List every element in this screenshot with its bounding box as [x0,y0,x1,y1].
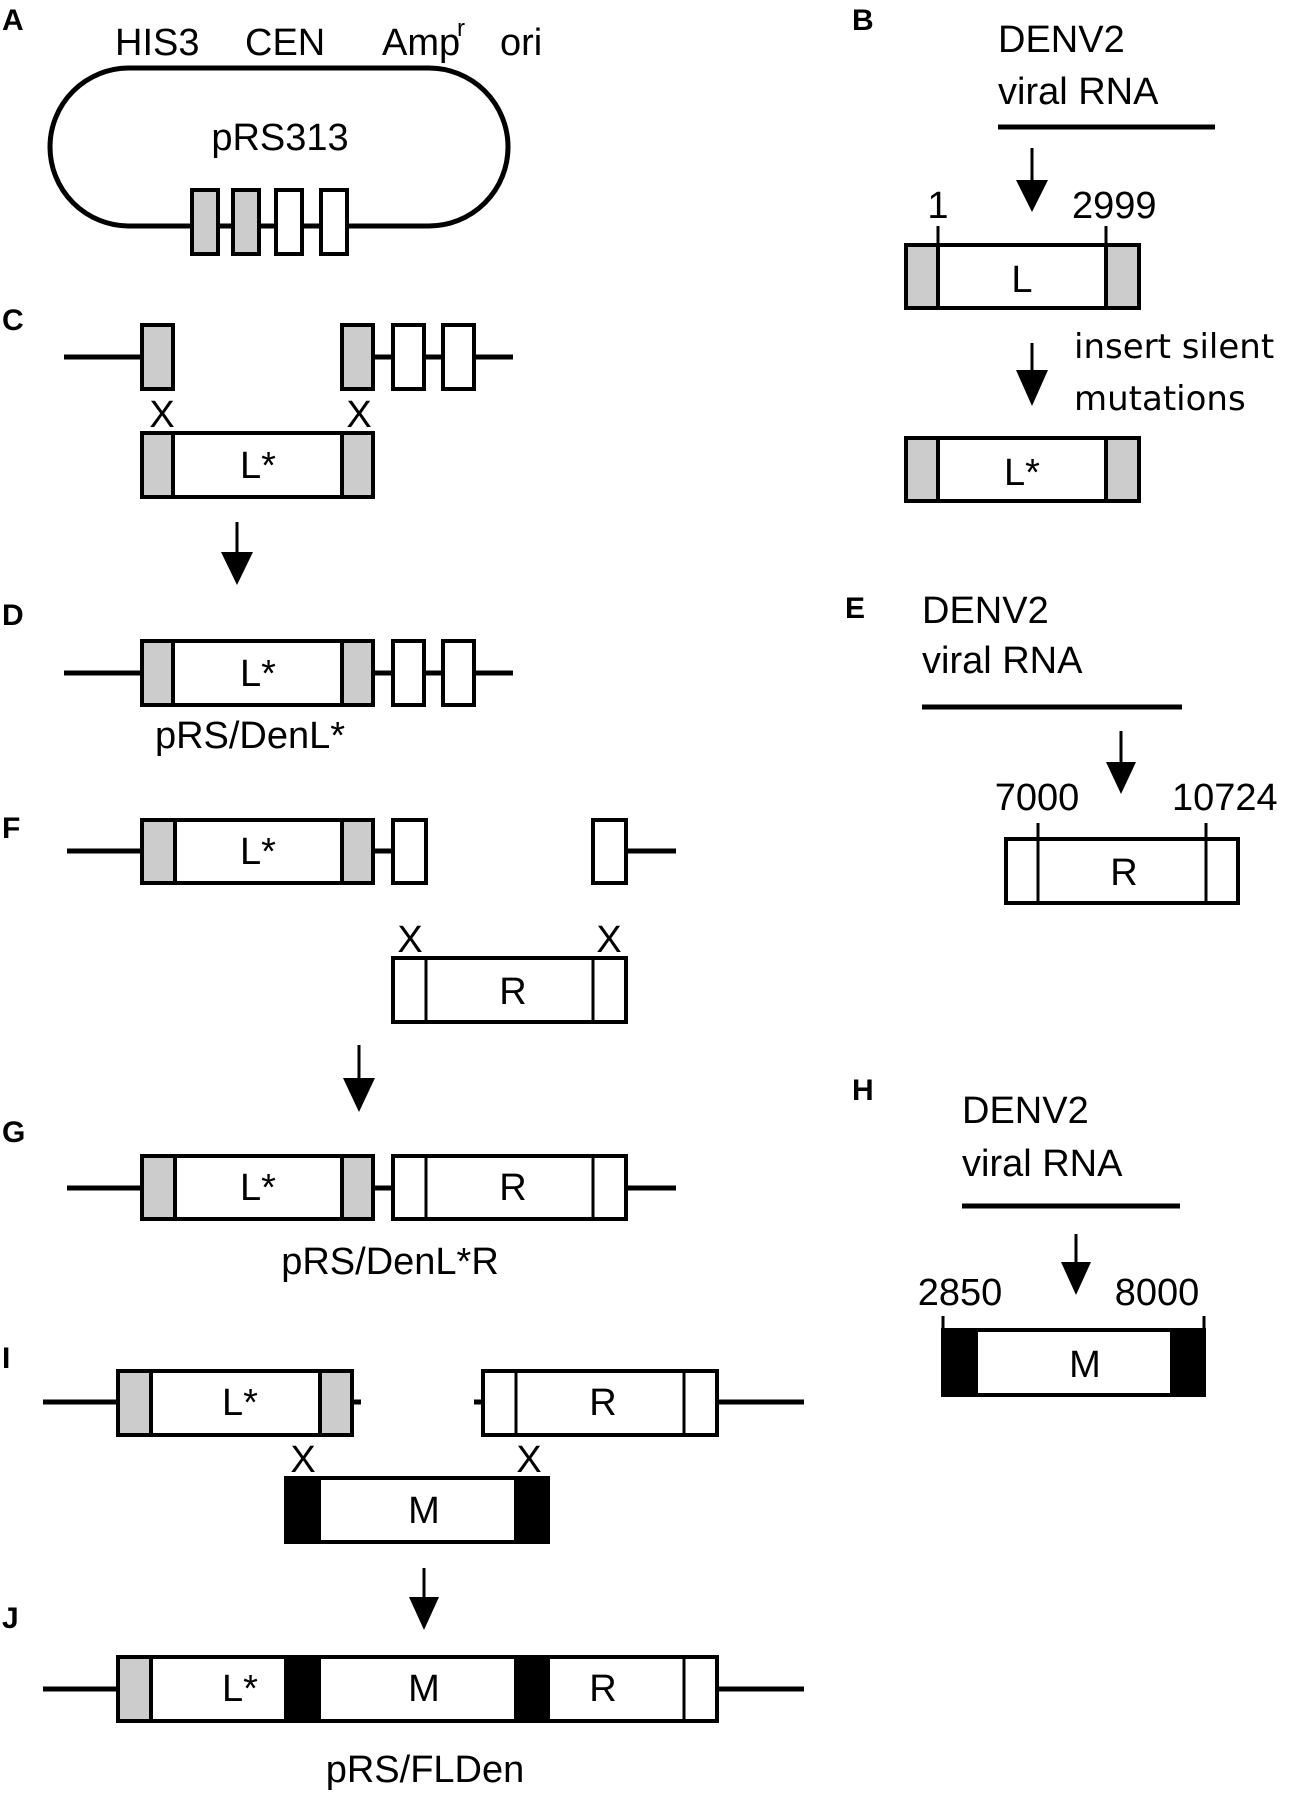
start-position: 1 [927,185,948,227]
fragment-m-label: M [408,1668,440,1710]
amp-box [274,188,304,256]
fragment-l-star-label: L* [240,1167,276,1209]
source-line1: DENV2 [922,590,1049,632]
marker-cen: CEN [245,22,325,64]
arrow-down-icon [343,1045,375,1112]
panel-b: B DENV2 viral RNA 1 2999 L insert silent… [852,4,1274,503]
fragment-l-star [140,818,375,885]
marker-amp-superscript: r [457,15,465,42]
ori-box [441,639,476,707]
amp-box [391,323,426,391]
panel-g: G L* R pRS/DenL*R [2,1116,676,1283]
ori-box [441,323,476,391]
source-line1: DENV2 [962,1090,1089,1132]
fragment-l-star [140,431,375,499]
end-position: 2999 [1072,185,1157,227]
fragment-r [1004,837,1240,905]
fragment-r-label: R [1110,852,1137,894]
fragment-l-star [140,1154,375,1221]
fragment-m-label: M [1069,1344,1101,1386]
fragment-l-star-label: L* [222,1382,258,1424]
start-position: 7000 [995,777,1080,819]
crossover-left: X [397,919,422,961]
construct-name: pRS/FLDen [326,1749,525,1791]
source-line2: viral RNA [998,71,1159,113]
arrow-down-icon [1061,1234,1091,1295]
cen-box [340,323,375,391]
crossover-right: X [596,919,621,961]
panel-i: I L* R X X M [2,1342,804,1630]
ori-box [319,188,349,256]
panel-label-c: C [2,304,24,337]
marker-ori: ori [500,22,542,64]
fragment-l-star-label: L* [240,831,276,873]
fragment-l-star [116,1369,354,1437]
fragment-l-star-label: L* [1004,452,1040,494]
end-position: 8000 [1115,1272,1200,1314]
panel-label-f: F [2,812,20,845]
arrow-down-icon [221,522,253,585]
his3-box [140,323,175,391]
marker-amp: Amp [382,22,460,64]
fragment-l-label: L [1011,259,1032,301]
crossover-left: X [149,394,174,436]
fragment-m [284,1476,550,1544]
fragment-m-label: M [408,1490,440,1532]
panel-h: H DENV2 viral RNA 2850 8000 M [852,1074,1206,1397]
panel-label-b: B [852,4,874,37]
fragment-r-label: R [589,1668,616,1710]
arrow-down-icon [409,1568,439,1630]
panel-label-j: J [2,1602,19,1635]
fragment-r-label: R [499,1167,526,1209]
ori-box [591,818,628,885]
source-line2: viral RNA [922,640,1083,682]
panel-label-i: I [2,1342,10,1375]
fragment-r-label: R [499,971,526,1013]
fragment-l-star-label: L* [240,445,276,487]
amp-box [391,639,426,707]
panel-label-d: D [2,599,24,632]
arrow-down-icon [1016,148,1048,212]
fragment-m [941,1328,1206,1397]
plasmid-name: pRS313 [211,117,348,159]
source-line2: viral RNA [962,1143,1123,1185]
panel-label-e: E [845,592,865,625]
panel-label-a: A [2,4,24,37]
amp-box [391,818,428,885]
arrow-down-icon [1106,731,1136,794]
fragment-r-label: R [589,1382,616,1424]
fragment-l [904,243,1141,310]
his3-box [190,188,220,256]
panel-d: D L* pRS/DenL* [2,599,513,757]
end-position: 10724 [1172,777,1278,819]
panel-label-g: G [2,1116,25,1149]
construct-name: pRS/DenL*R [281,1241,499,1283]
source-line1: DENV2 [998,19,1125,61]
fragment-r [391,956,628,1024]
construct-name: pRS/DenL* [155,715,345,757]
arrow-down-icon [1016,343,1048,406]
fragment-l-star [904,436,1141,503]
panel-c: C X X L* [2,304,513,585]
crossover-right: X [346,394,371,436]
step-line1: insert silent [1074,327,1274,367]
cen-box [231,188,261,256]
panel-j: J L* M R pRS/FLDen [2,1602,804,1791]
panel-f: F L* X X R [2,812,676,1112]
crossover-left: X [290,1439,315,1481]
panel-label-h: H [852,1074,874,1107]
step-line2: mutations [1074,379,1246,419]
marker-his3: HIS3 [115,22,199,64]
fragment-l-star-label: L* [222,1668,258,1710]
panel-e: E DENV2 viral RNA 7000 10724 R [845,590,1278,905]
start-position: 2850 [918,1272,1003,1314]
panel-a: A HIS3 CEN Amp r ori pRS313 [2,4,542,256]
crossover-right: X [516,1439,541,1481]
fragment-l-star-label: L* [240,653,276,695]
fragment-l-star [140,639,375,707]
